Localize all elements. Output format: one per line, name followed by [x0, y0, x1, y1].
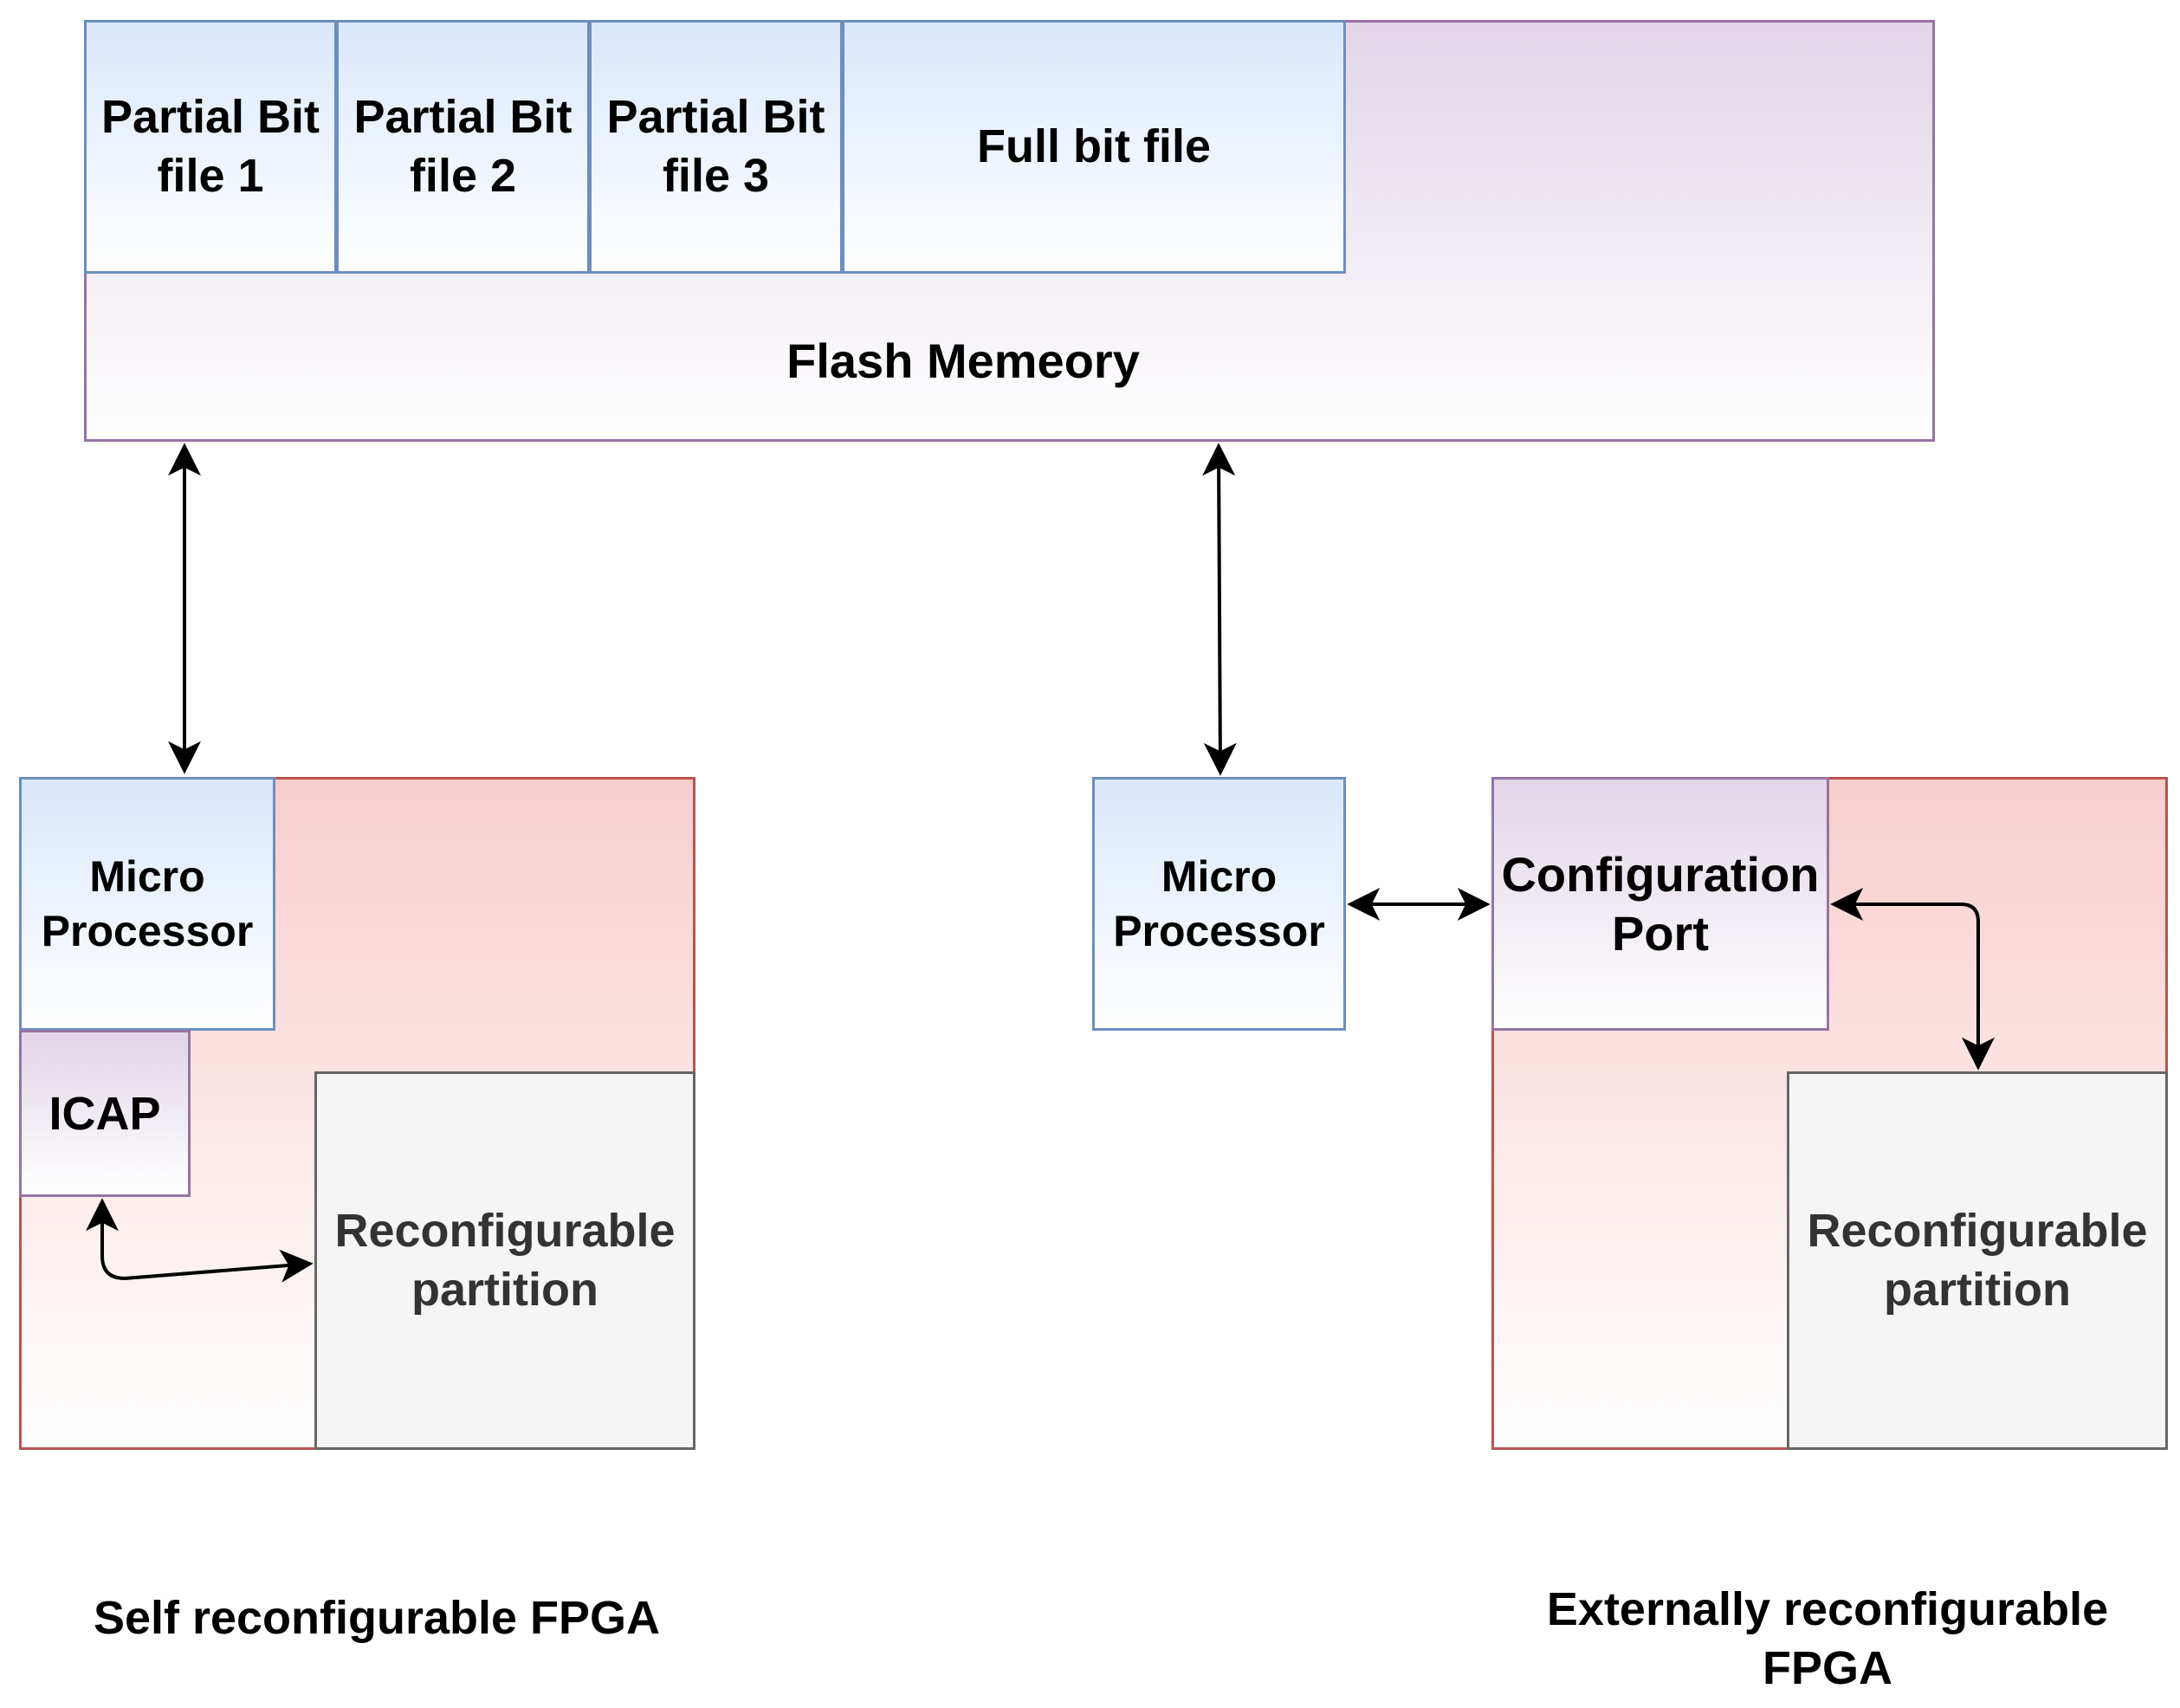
- arrow-flash-to-external-processor: [1202, 443, 1237, 776]
- icap-block: ICAP: [19, 1030, 191, 1197]
- external-fpga-caption: Externally reconfigurable FPGA: [1546, 1583, 2109, 1694]
- partial-bit-file-2: Partial Bit file 2: [336, 20, 590, 274]
- arrow-config-port-to-partition: [1830, 888, 1995, 1071]
- external-micro-processor-label: Micro Processor: [1113, 852, 1325, 955]
- partial-bit-file-1-label: Partial Bit file 1: [100, 91, 320, 202]
- arrow-icap-to-partition: [86, 1198, 314, 1283]
- configuration-port-label: Configuration Port: [1501, 847, 1820, 961]
- icap-label: ICAP: [49, 1087, 161, 1140]
- self-micro-processor-label: Micro Processor: [41, 852, 254, 955]
- external-reconfigurable-partition: Reconfigurable partition: [1787, 1071, 2168, 1450]
- external-reconfigurable-partition-label: Reconfigurable partition: [1807, 1205, 2148, 1316]
- configuration-port: Configuration Port: [1491, 777, 1829, 1031]
- partial-bit-file-3: Partial Bit file 3: [589, 20, 843, 274]
- self-micro-processor: Micro Processor: [19, 777, 275, 1031]
- full-bit-file-label: Full bit file: [977, 120, 1211, 172]
- self-reconfigurable-partition: Reconfigurable partition: [314, 1071, 695, 1450]
- full-bit-file: Full bit file: [842, 20, 1346, 274]
- external-micro-processor: Micro Processor: [1092, 777, 1346, 1031]
- flash-memory-label: Flash Memeory: [786, 333, 1140, 388]
- partial-bit-file-3-label: Partial Bit file 3: [606, 91, 825, 202]
- self-reconfigurable-partition-label: Reconfigurable partition: [334, 1205, 676, 1316]
- partial-bit-file-2-label: Partial Bit file 2: [353, 91, 572, 202]
- self-fpga-caption: Self reconfigurable FPGA: [93, 1592, 661, 1644]
- partial-bit-file-1: Partial Bit file 1: [84, 20, 337, 274]
